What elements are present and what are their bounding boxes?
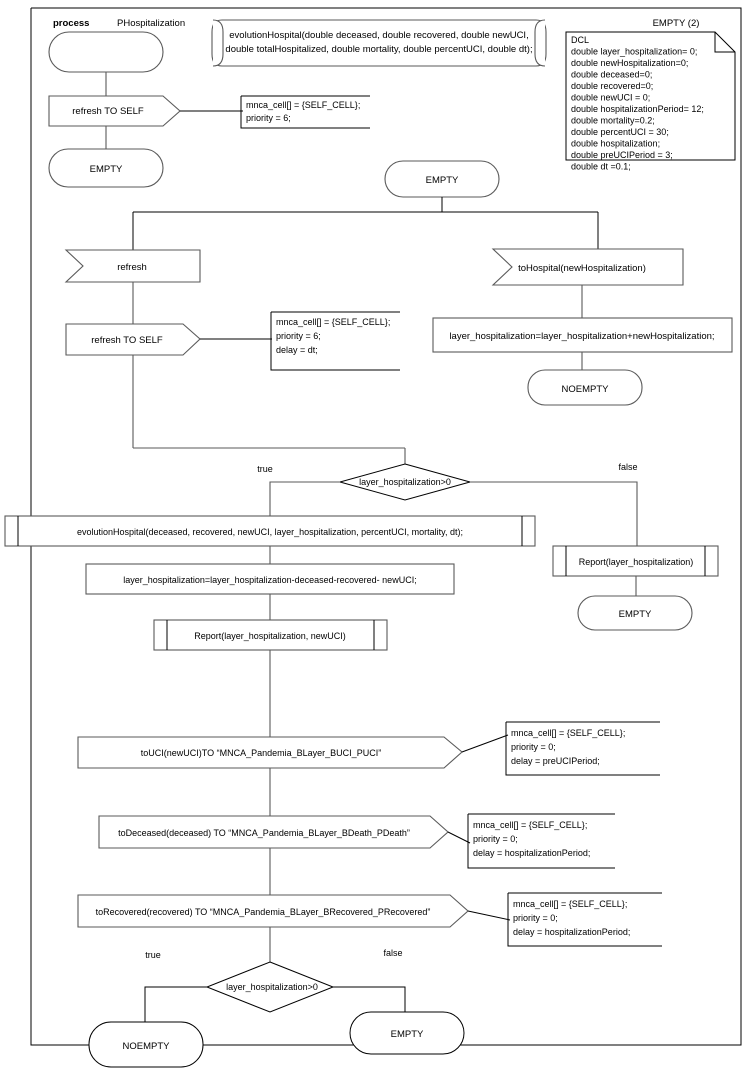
dcl-box-text: DCL double layer_hospitalization= 0; dou…: [571, 35, 704, 172]
split-connector-from-empty2: [132, 197, 599, 250]
note-4-shape: [467, 813, 615, 869]
empty-4-label: EMPTY: [391, 1029, 424, 1040]
dcl-box-shape: [565, 31, 736, 161]
dcl-line-9: double preUCIPeriod = 3;: [571, 150, 673, 160]
empty-4-terminal: [349, 1011, 465, 1055]
note-5-line-0: mnca_cell[] = {SELF_CELL};: [513, 899, 627, 909]
to-uci-shape: [77, 736, 463, 769]
refresh-to-self-1-shape: [48, 95, 181, 127]
decision-1-true-label: true: [257, 464, 273, 474]
to-recovered-label: toRecovered(recovered) TO “MNCA_Pandemia…: [96, 907, 431, 917]
report-2args-shape: [153, 619, 388, 651]
note-2-line-2: delay = dt;: [276, 345, 318, 355]
note-2-line-1: priority = 6;: [276, 331, 321, 341]
decision-2-branches: [144, 986, 406, 1022]
dcl-line-2: double deceased=0;: [571, 70, 652, 80]
noempty-2-terminal: [88, 1021, 204, 1068]
note-1-shape: [240, 95, 370, 129]
note-4-line-1: priority = 0;: [473, 834, 518, 844]
note-1-line-1: priority = 6;: [246, 113, 291, 123]
empty-3-label: EMPTY: [619, 609, 652, 620]
process-name-label: PHospitalization: [117, 18, 185, 29]
to-recovered-shape: [77, 894, 469, 928]
note-3-shape: [505, 721, 660, 776]
assign-hosp-add-shape: [432, 317, 733, 353]
procedure-decl-line2: double totalHospitalized, double mortali…: [225, 44, 532, 55]
refresh-to-self-1-label: refresh TO SELF: [72, 106, 144, 117]
note-5-line-1: priority = 0;: [513, 913, 558, 923]
top-right-empty-label: EMPTY (2): [653, 18, 700, 29]
report-1arg-shape: [552, 545, 719, 577]
decision-2-true-label: true: [145, 950, 161, 960]
noempty-1-terminal: [527, 369, 643, 406]
empty-1-label: EMPTY: [90, 164, 123, 175]
dcl-line-5: double hospitalizationPeriod= 12;: [571, 104, 704, 114]
decision-2-label: layer_hospitalization>0: [226, 982, 318, 992]
note-2-shape: [270, 311, 400, 371]
to-deceased-label: toDeceased(deceased) TO “MNCA_Pandemia_B…: [118, 828, 410, 838]
leader-note-4: [447, 831, 471, 844]
to-hospital-shape: [491, 248, 684, 286]
evolution-call-label: evolutionHospital(deceased, recovered, n…: [77, 527, 463, 537]
note-3-line-2: delay = preUCIPeriod;: [511, 756, 600, 766]
note-5-shape: [507, 892, 662, 947]
empty-3-terminal: [577, 595, 693, 631]
report-2args-label: Report(layer_hospitalization, newUCI): [194, 631, 346, 641]
dcl-line-6: double mortality=0.2;: [571, 116, 655, 126]
note-3-line-0: mnca_cell[] = {SELF_CELL};: [511, 728, 625, 738]
decision-1-label: layer_hospitalization>0: [359, 477, 451, 487]
process-frame: [30, 7, 742, 1046]
leader-note-3: [461, 734, 509, 753]
refresh-to-self-2-shape: [65, 323, 201, 356]
connector-refresh2-to-decision1: [132, 355, 406, 464]
empty-2-label: EMPTY: [426, 175, 459, 186]
to-uci-label: toUCI(newUCI)TO “MNCA_Pandemia_BLayer_BU…: [141, 748, 381, 758]
procedure-decl-line1: evolutionHospital(double deceased, doubl…: [229, 30, 528, 41]
dcl-line-8: double hospitalization;: [571, 139, 660, 149]
note-2-line-0: mnca_cell[] = {SELF_CELL};: [276, 317, 390, 327]
noempty-2-label: NOEMPTY: [123, 1041, 171, 1052]
decision-2-false-label: false: [383, 948, 402, 958]
dcl-header: DCL: [571, 35, 589, 45]
dcl-line-10: double dt =0.1;: [571, 162, 631, 172]
evolution-call-shape: [4, 515, 536, 547]
decision-1-false-label: false: [618, 462, 637, 472]
refresh-receive-label: refresh: [117, 262, 147, 273]
note-4-line-2: delay = hospitalizationPeriod;: [473, 848, 590, 858]
dcl-line-3: double recovered=0;: [571, 81, 653, 91]
empty-1-terminal: [48, 148, 164, 188]
note-4-line-0: mnca_cell[] = {SELF_CELL};: [473, 820, 587, 830]
leader-note-5: [467, 910, 511, 921]
assign-hosp-add-label: layer_hospitalization=layer_hospitalizat…: [449, 331, 714, 342]
note-3-line-1: priority = 0;: [511, 742, 556, 752]
decision-2-shape: [205, 961, 335, 1013]
dcl-line-0: double layer_hospitalization= 0;: [571, 47, 697, 57]
to-deceased-shape: [98, 815, 449, 849]
process-keyword-label: process: [53, 18, 89, 29]
to-hospital-label: toHospital(newHospitalization): [518, 263, 646, 274]
assign-hosp-sub-label: layer_hospitalization=layer_hospitalizat…: [123, 575, 416, 585]
dcl-line-1: double newHospitalization=0;: [571, 58, 688, 68]
start-terminal: [48, 31, 164, 73]
dcl-line-4: double newUCI = 0;: [571, 93, 650, 103]
decision-1-shape: [338, 463, 472, 501]
decision-1-branches: [269, 481, 638, 548]
noempty-1-label: NOEMPTY: [562, 384, 610, 395]
report-1arg-label: Report(layer_hospitalization): [579, 557, 694, 567]
procedure-declaration-shape: [211, 19, 547, 67]
note-1-line-0: mnca_cell[] = {SELF_CELL};: [246, 100, 360, 110]
refresh-to-self-2-label: refresh TO SELF: [91, 335, 163, 346]
assign-hosp-sub-shape: [85, 563, 455, 595]
note-5-line-2: delay = hospitalizationPeriod;: [513, 927, 630, 937]
dcl-line-7: double percentUCI = 30;: [571, 127, 669, 137]
